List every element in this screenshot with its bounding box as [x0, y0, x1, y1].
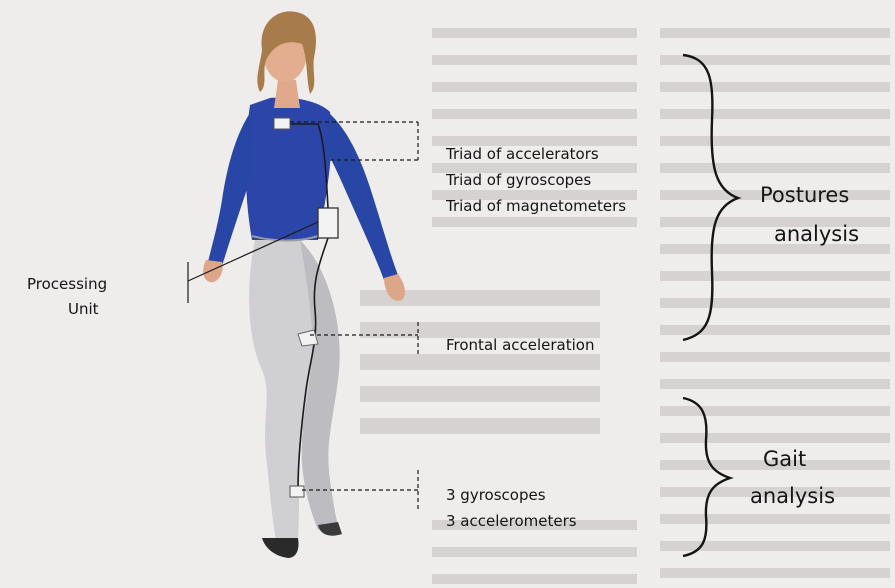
label-frontal-acceleration: Frontal acceleration	[446, 336, 594, 354]
processing-unit-box	[318, 208, 338, 238]
chest-sensor	[274, 118, 290, 129]
label-postures-analysis: analysis	[774, 222, 859, 246]
label-processing: Processing	[27, 275, 107, 293]
gait-brace	[683, 398, 730, 556]
label-3-accelerometers: 3 accelerometers	[446, 512, 577, 530]
human-figure	[203, 11, 405, 558]
label-unit: Unit	[68, 300, 99, 318]
left-hand	[203, 260, 223, 282]
label-triad-gyroscopes: Triad of gyroscopes	[446, 171, 591, 189]
left-arm	[208, 110, 252, 266]
label-gait: Gait	[763, 447, 806, 471]
label-triad-accelerators: Triad of accelerators	[446, 145, 599, 163]
label-3-gyroscopes: 3 gyroscopes	[446, 486, 546, 504]
ankle-sensor	[290, 486, 304, 497]
neck	[274, 80, 300, 108]
right-arm	[326, 112, 398, 280]
label-gait-analysis: analysis	[750, 484, 835, 508]
left-shoe	[262, 538, 299, 558]
label-postures: Postures	[760, 183, 849, 207]
label-triad-magnetometers: Triad of magnetometers	[446, 197, 626, 215]
